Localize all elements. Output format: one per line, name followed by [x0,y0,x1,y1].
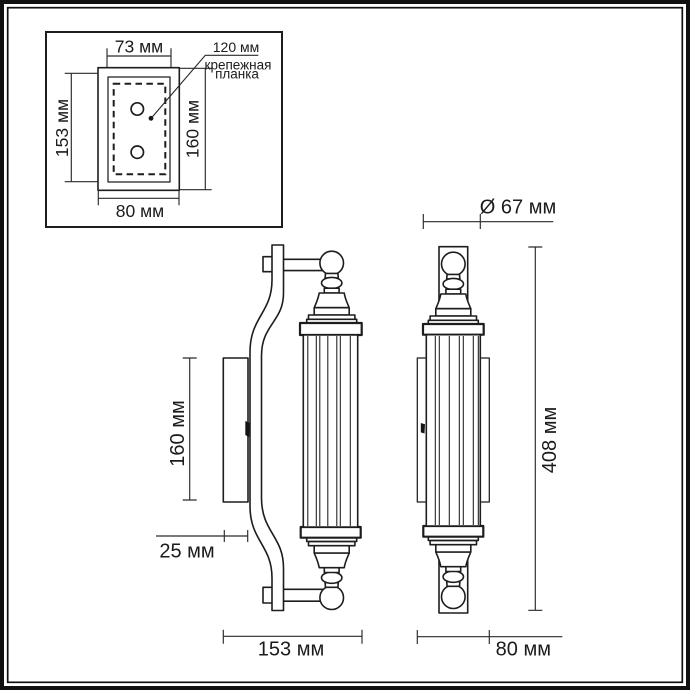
screw-hole-bottom [130,145,145,160]
inset-dim-bottom-label: 80 мм [116,201,164,221]
inner-frame [6,6,684,684]
inset-dim-right: 160 мм [180,67,212,191]
inset-dim-bottom: 80 мм [97,190,180,221]
mounting-bar-dashed-outline [112,82,167,176]
front-width-label: 80 мм [496,639,551,661]
mounting-plate-view [97,66,181,192]
front-shade-bottom-cap [422,524,485,538]
front-bottom-finial [427,535,480,610]
leader-note-line1: крепежная [205,57,272,72]
leader-value-label: 120 мм [213,39,260,55]
dim-backplate-depth: 25 мм [156,530,249,562]
inset-dim-left-label: 153 мм [52,99,72,157]
inset-dim-left: 153 мм [52,72,99,183]
side-bracket [249,244,285,612]
inset-leader: 120 мм крепежная планка [148,39,272,121]
backplate-height-label: 160 мм [167,400,189,466]
side-top-tab [262,255,274,273]
dim-side-projection: 153 мм [222,629,363,660]
backplate-depth-label: 25 мм [159,540,214,562]
side-shade-top-cap [298,321,363,337]
side-switch-mark [245,421,250,438]
side-fluted-shade [302,334,359,528]
side-shade-bottom-cap [299,525,362,539]
screw-hole-top [130,101,145,117]
inset-dim-top-label: 73 мм [115,36,163,56]
front-top-finial [427,251,480,325]
shade-diameter-label: Ø 67 мм [480,196,556,218]
inset-dim-top: 73 мм [106,36,172,69]
front-fluted-shade [425,333,482,527]
dim-total-height: 408 мм [528,246,561,611]
front-shade-top-cap [421,322,485,336]
dim-shade-diameter: Ø 67 мм [422,196,556,229]
front-view [416,245,490,614]
side-backplate [222,357,249,503]
side-projection-label: 153 мм [258,638,324,660]
total-height-label: 408 мм [539,407,561,473]
dim-backplate-height: 160 мм [167,357,197,501]
front-backplate-right-wing [479,357,490,503]
side-view [222,244,363,612]
inset-dim-right-label: 160 мм [183,100,203,158]
front-switch-mark [420,423,425,434]
mounting-plate-inset: 73 мм 153 мм 160 мм 80 мм 120 мм крепежн… [45,31,283,228]
leader-note-line2: планка [215,67,259,82]
dim-front-width: 80 мм [416,630,563,661]
